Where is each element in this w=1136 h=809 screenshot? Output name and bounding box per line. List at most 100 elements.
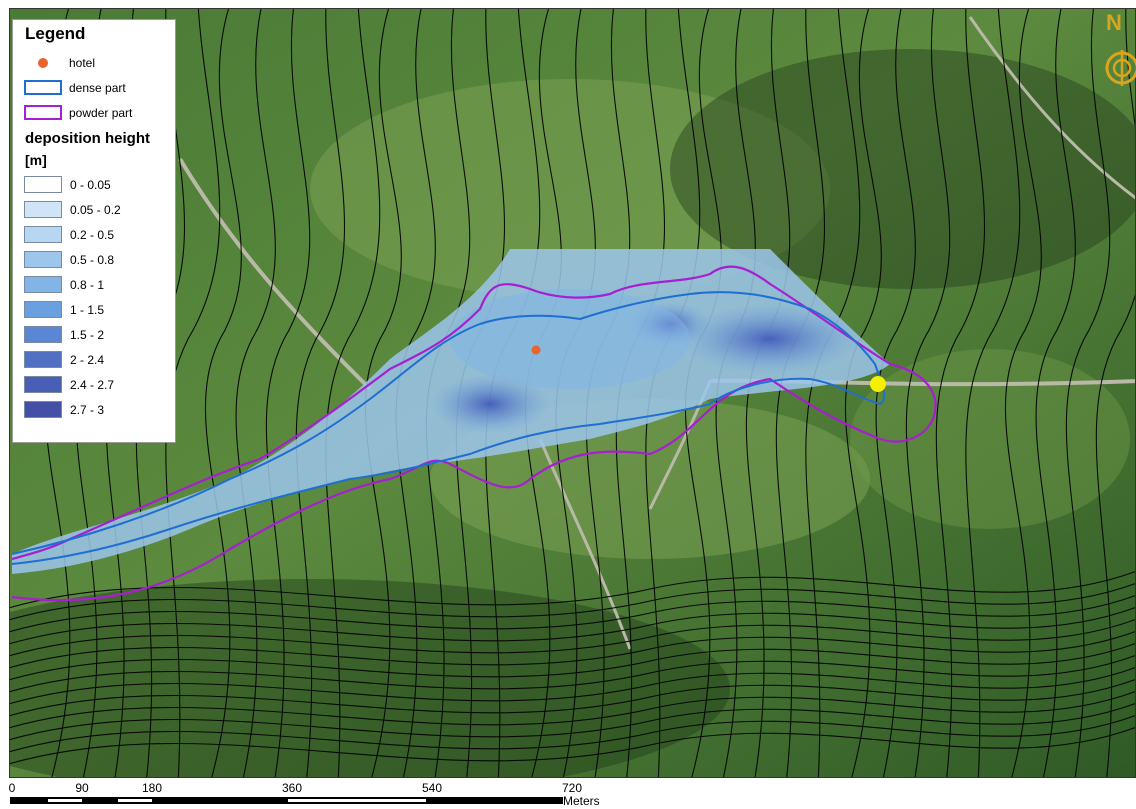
contour-line	[325, 9, 381, 777]
scale-tick-label: 90	[75, 781, 89, 795]
hotel-marker[interactable]	[531, 345, 541, 355]
ramp-swatch	[24, 276, 62, 293]
ramp-label: 2 - 2.4	[70, 352, 105, 367]
contour-line	[10, 654, 1135, 693]
ramp-swatch	[24, 376, 62, 393]
north-arrow-icon	[1105, 50, 1136, 86]
legend-ramp: 0 - 0.05 0.05 - 0.2 0.2 - 0.5 0.5 - 0.8 0.8 …	[23, 172, 175, 422]
contour-line	[1065, 9, 1111, 777]
contour-line	[10, 690, 1135, 729]
ramp-label: 0.2 - 0.5	[70, 227, 115, 242]
contour-line	[10, 618, 1135, 657]
legend-swatch	[23, 80, 63, 95]
ramp-class: 0.5 - 0.8	[23, 247, 175, 272]
legend-symbol	[24, 80, 62, 95]
deposition-deep	[680, 304, 860, 374]
ramp-class: 1.5 - 2	[23, 322, 175, 347]
contour-line	[10, 570, 1135, 609]
ramp-label: 0.8 - 1	[70, 277, 105, 292]
ramp-swatch	[24, 201, 62, 218]
contour-line	[364, 9, 402, 777]
ramp-label: 0 - 0.05	[70, 177, 111, 192]
contour-line	[204, 9, 242, 777]
road	[968, 16, 1135, 200]
dark-forest	[670, 49, 1135, 289]
contour-line	[10, 714, 1135, 753]
ramp-swatch	[24, 401, 62, 418]
legend-swatch	[23, 57, 63, 68]
contour-line	[10, 606, 1135, 645]
scale-tick-label: 540	[421, 781, 443, 795]
ramp-class: 0.05 - 0.2	[23, 197, 175, 222]
contour-line	[10, 642, 1135, 681]
contour-line	[10, 582, 1135, 621]
meadow-patch	[310, 79, 830, 299]
ramp-label: 1.5 - 2	[70, 327, 105, 342]
ramp-label: 2.4 - 2.7	[70, 377, 115, 392]
contour-line	[1004, 9, 1042, 777]
ramp-swatch	[24, 226, 62, 243]
ramp-class: 2.7 - 3	[23, 397, 175, 422]
contour-line	[165, 9, 221, 777]
scale-tick-label: 0	[8, 781, 16, 795]
contour-line	[10, 630, 1135, 669]
ramp-swatch	[24, 351, 62, 368]
legend-swatch	[23, 105, 63, 120]
contour-line	[10, 666, 1135, 705]
legend-panel: Legend hotel dense part powder part deposi…	[12, 19, 176, 443]
contour-line	[10, 678, 1135, 717]
legend-item-label: dense part	[69, 80, 126, 95]
contour-line	[10, 702, 1135, 741]
ramp-unit: [m]	[25, 152, 47, 168]
legend-item-label: hotel	[69, 55, 96, 70]
ramp-label: 1 - 1.5	[70, 302, 105, 317]
ramp-label: 2.7 - 3	[70, 402, 105, 417]
legend-symbol	[24, 105, 62, 120]
legend-item-hotel: hotel	[23, 50, 175, 75]
north-label: N	[1106, 10, 1122, 35]
contour-line	[875, 9, 916, 777]
ramp-class: 2.4 - 2.7	[23, 372, 175, 397]
ramp-label: 0.5 - 0.8	[70, 252, 115, 267]
legend-item-label: powder part	[69, 105, 133, 120]
powder-part-outline[interactable]	[11, 265, 937, 602]
ramp-swatch	[24, 176, 62, 193]
map-canvas	[10, 9, 1135, 777]
scale-bar-graphic	[10, 797, 563, 804]
ramp-class: 0.8 - 1	[23, 272, 175, 297]
legend-item-powder-part: powder part	[23, 100, 175, 125]
contour-line	[905, 9, 951, 777]
ramp-class: 0 - 0.05	[23, 172, 175, 197]
ramp-title: deposition height	[25, 130, 150, 147]
contour-line	[265, 9, 311, 777]
ramp-swatch	[24, 326, 62, 343]
contour-lines	[10, 9, 1135, 777]
contour-line	[965, 9, 1021, 777]
contour-line	[295, 9, 346, 777]
scale-tick-label: 180	[141, 781, 163, 795]
observation-point-marker[interactable]	[870, 376, 886, 392]
legend-title: Legend	[25, 24, 86, 43]
contour-line	[935, 9, 986, 777]
deposition-mid	[450, 289, 690, 389]
ramp-swatch	[24, 251, 62, 268]
meadow-patch	[850, 349, 1130, 529]
legend-symbol	[38, 57, 48, 68]
ramp-label: 0.05 - 0.2	[70, 202, 121, 217]
contour-line	[1095, 9, 1135, 777]
legend-item-dense-part: dense part	[23, 75, 175, 100]
contour-line	[10, 726, 1135, 765]
contour-line	[235, 9, 276, 777]
scale-tick-label: 720	[561, 781, 583, 795]
ramp-class: 0.2 - 0.5	[23, 222, 175, 247]
ramp-class: 1 - 1.5	[23, 297, 175, 322]
legend-items: hotel dense part powder part	[23, 50, 175, 125]
contour-line	[10, 594, 1135, 633]
deposition-deep	[430, 374, 550, 434]
ramp-class: 2 - 2.4	[23, 347, 175, 372]
map-view[interactable]	[9, 8, 1136, 778]
scale-unit: Meters	[563, 794, 600, 808]
north-arrow: N	[1102, 10, 1136, 90]
road	[178, 157, 372, 391]
